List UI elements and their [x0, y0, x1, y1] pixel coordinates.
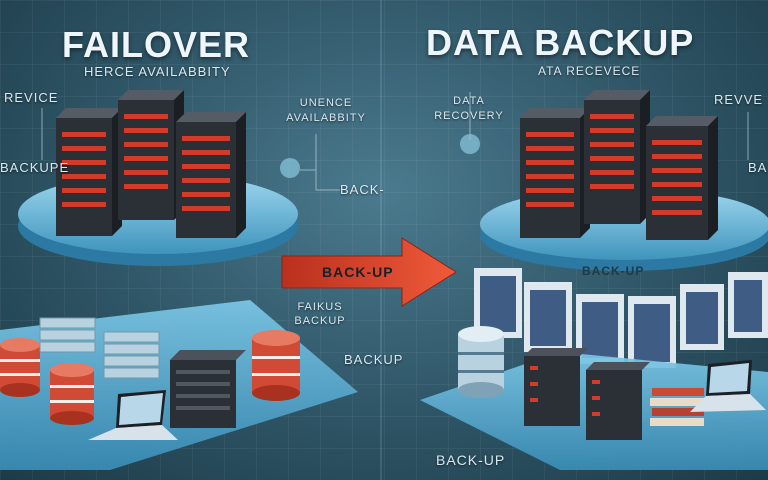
left-availability-label: UNENCE AVAILABBITY [286, 97, 366, 124]
right-node-icon [460, 134, 480, 154]
left-back-label: BACK- [340, 182, 385, 197]
right-bottom-label: BACK-UP [436, 452, 506, 468]
right-revve-label: REVVE [714, 92, 764, 107]
right-platform-label: BACK-UP [582, 264, 645, 278]
right-document-stack [650, 388, 704, 426]
left-storage-trays [39, 317, 160, 379]
left-backup-side-label: BACKUPE [0, 160, 70, 175]
left-connectors [41, 108, 340, 191]
left-service-label: REVICE [4, 90, 59, 105]
left-database-stack [0, 330, 300, 425]
left-faikus-label: FAIKUS BACKUP [294, 301, 346, 327]
right-storage-row [474, 268, 768, 368]
right-data-recovery-label: DATA RECOVERY [434, 95, 504, 122]
left-subtitle: HERCE AVAILABBITY [84, 64, 231, 79]
left-rack-server [170, 350, 246, 428]
right-title: DATA BACKUP [426, 22, 695, 63]
left-title: FAILOVER [62, 24, 251, 65]
right-connectors [469, 92, 749, 160]
right-subtitle: ATA RECEVECE [538, 64, 641, 78]
left-backup-bottom-label: BACKUP [344, 352, 404, 367]
arrow-label: BACK-UP [322, 264, 394, 280]
right-side-label: BA [748, 160, 768, 175]
left-node-icon [280, 158, 300, 178]
right-server-stacks [524, 348, 650, 440]
left-server-cluster [56, 90, 246, 238]
left-laptop [88, 390, 178, 440]
right-database [458, 326, 504, 398]
right-server-cluster [520, 90, 718, 240]
right-laptop [690, 360, 766, 412]
backup-arrow [281, 237, 457, 307]
panel-divider [380, 0, 382, 480]
